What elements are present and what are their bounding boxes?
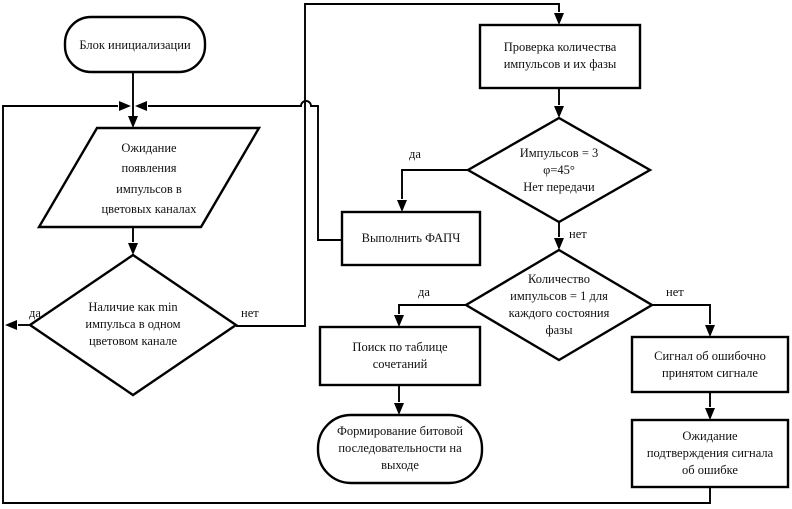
node-wait-ack-shape (630, 418, 790, 489)
node-check-count-shape (478, 23, 642, 90)
arrowhead-into-run-pll (397, 200, 407, 212)
node-count1-shape (463, 248, 655, 362)
edge-one-channel-no (236, 3, 560, 327)
edge-label-count1-no: нет (666, 285, 684, 299)
arrowhead-into-one-channel (128, 243, 138, 255)
node-init-shape (63, 15, 207, 74)
arrowhead-yes-into-bus (5, 320, 17, 330)
node-error-signal-label: Сигнал об ошибочно принятом сигнале (654, 349, 766, 380)
node-run-pll-shape (340, 210, 482, 267)
node-wait-ack-label: Ожидание подтверждения сигнала об ошибке (646, 429, 774, 477)
edge-label-pulses3-no: нет (569, 227, 587, 241)
node-table-lookup-label: Поиск по таблице сочетаний (352, 340, 448, 371)
node-error-signal-shape (630, 335, 790, 394)
arrowhead-into-wait-ack (705, 408, 715, 420)
arrowhead-pll-into-junction (135, 101, 147, 111)
edge-count1-no (652, 304, 711, 324)
edge-label-pulses3-yes: да (409, 147, 421, 161)
edge-pulses3-yes (401, 169, 468, 199)
arrowhead-into-wait-top (128, 116, 138, 128)
node-table-lookup-shape (318, 325, 482, 387)
edge-label-one-channel-yes: да (29, 306, 41, 320)
edge-label-count1-yes: да (418, 285, 430, 299)
node-wait-pulses-label: Ожидание появления импульсов в цветовых … (101, 141, 197, 216)
node-count1-label: Количество импульсов = 1 для каждого сос… (508, 272, 610, 337)
edge-count1-yes (398, 304, 466, 314)
arrowhead-into-count1 (554, 238, 564, 250)
edge-return-bus (2, 105, 711, 504)
node-form-bits-shape (316, 413, 484, 485)
edge-label-one-channel-no: нет (241, 306, 259, 320)
node-form-bits-label: Формирование битовой последовательности … (337, 424, 463, 472)
node-one-channel-label: Наличие как min импульса в одном цветово… (85, 300, 181, 348)
arrowhead-into-lookup (394, 315, 404, 327)
arrowhead-into-check-count (554, 13, 564, 25)
node-pulses3-shape (465, 116, 653, 224)
node-pulses3-label: Импульсов = 3 φ=45° Нет передачи (519, 146, 599, 194)
arrowhead-into-error-signal (705, 325, 715, 337)
arrowhead-bus-into-junction (119, 101, 131, 111)
node-init-label: Блок инициализации (79, 38, 191, 52)
edge-pll-return (148, 100, 342, 241)
arrowhead-into-pulses3 (554, 106, 564, 118)
node-wait-pulses-shape (36, 126, 262, 229)
arrowhead-into-form-bits (394, 403, 404, 415)
node-run-pll-label: Выполнить ФАПЧ (361, 231, 461, 245)
node-check-count-label: Проверка количества импульсов и их фазы (503, 40, 617, 71)
node-one-channel-shape (27, 253, 239, 397)
